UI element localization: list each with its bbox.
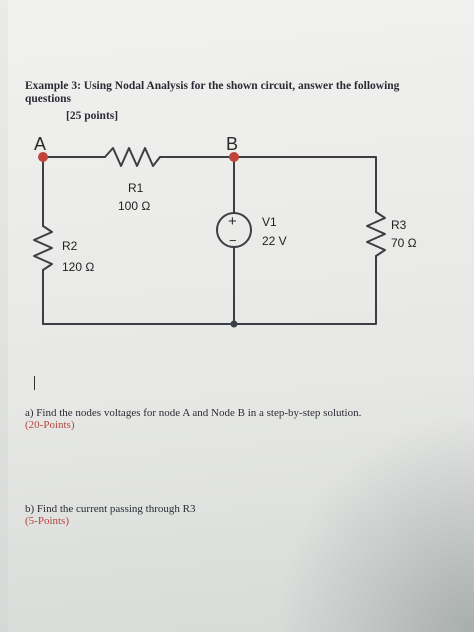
wire-b-right [233, 156, 377, 213]
problem-points: [25 points] [66, 110, 119, 122]
question-b-points: (5-Points) [25, 515, 69, 527]
v1-value: 22 V [262, 234, 287, 248]
node-a-dot [38, 152, 48, 162]
question-b: b) Find the current passing through R3 (… [25, 503, 325, 527]
ground-node-dot [230, 320, 238, 328]
v1-plus-sign: + [228, 213, 237, 230]
r3-value: 70 Ω [391, 236, 417, 250]
r2-name: R2 [62, 239, 78, 253]
question-a: a) Find the nodes voltages for node A an… [25, 407, 445, 431]
r2-value: 120 Ω [62, 260, 94, 274]
question-a-text: a) Find the nodes voltages for node A an… [25, 407, 362, 419]
node-b-label: B [226, 134, 238, 154]
v1-minus-sign: − [229, 233, 237, 248]
r3-name: R3 [391, 218, 407, 232]
node-a-label: A [34, 134, 46, 154]
wire-right-bottom [42, 255, 377, 325]
resistor-r1 [104, 147, 161, 167]
node-b-dot [229, 152, 239, 162]
worksheet-page [8, 0, 474, 632]
r1-name: R1 [128, 181, 144, 195]
problem-heading: Example 3: Using Nodal Analysis for the … [25, 80, 400, 105]
resistor-r3 [366, 211, 386, 257]
v1-name: V1 [262, 215, 277, 229]
question-a-points: (20-Points) [25, 419, 75, 431]
question-b-text: b) Find the current passing through R3 [25, 503, 196, 515]
text-cursor [34, 376, 35, 390]
resistor-r2 [33, 225, 53, 271]
r1-value: 100 Ω [118, 199, 150, 213]
